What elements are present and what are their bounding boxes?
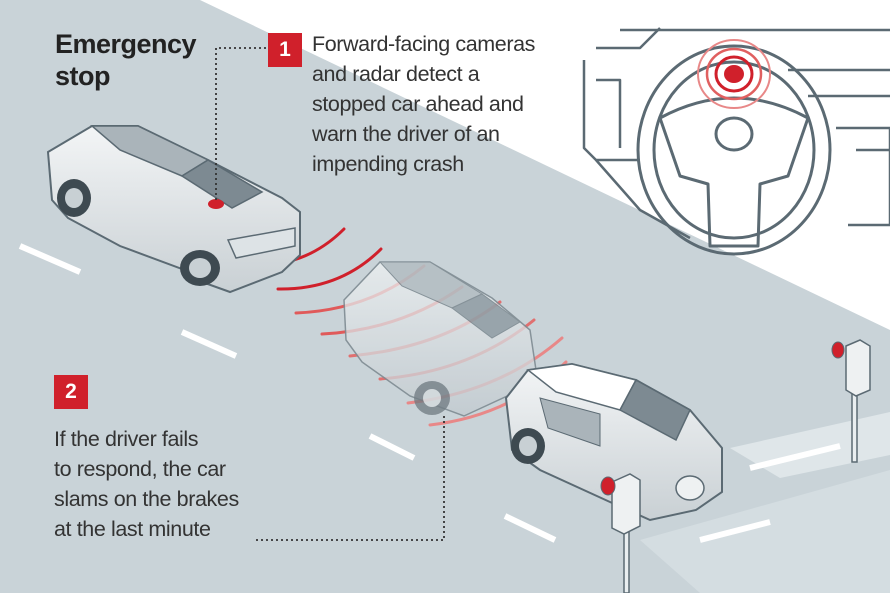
side-pavement-lower	[640, 470, 890, 593]
traffic-light-far	[831, 339, 871, 463]
step-1-number: 1	[279, 38, 291, 61]
step-2-line: to respond, the car	[54, 457, 226, 481]
leader-lines	[215, 47, 445, 541]
step-2-number: 2	[65, 380, 77, 403]
step-2-line: at the last minute	[54, 517, 211, 541]
title-line-2: stop	[55, 61, 111, 91]
ghost-braking-car	[343, 261, 537, 417]
stopped-car	[504, 362, 723, 522]
step-2-description: If the driver fails to respond, the car …	[54, 424, 239, 544]
step-1-description: Forward-facing cameras and radar detect …	[312, 29, 535, 179]
radar-car	[46, 125, 301, 294]
step-2-badge-box	[54, 375, 88, 409]
lane-markings	[18, 243, 841, 543]
step-1-line: and radar detect a	[312, 62, 480, 86]
step-1-line: stopped car ahead and	[312, 92, 524, 116]
step-1-line: impending crash	[312, 152, 464, 176]
step-1-badge-box	[268, 33, 302, 67]
traffic-light-near	[600, 473, 641, 593]
step-1-line: warn the driver of an	[312, 122, 500, 146]
infographic-title: Emergency stop	[55, 28, 197, 92]
radar-sensor-dot	[208, 199, 224, 209]
step-2-line: If the driver fails	[54, 427, 199, 451]
dashboard-warning-signal	[697, 39, 771, 109]
steering-wheel	[636, 44, 832, 256]
title-line-1: Emergency	[55, 29, 197, 59]
step-1-line: Forward-facing cameras	[312, 32, 535, 56]
step-2-line: slams on the brakes	[54, 487, 239, 511]
